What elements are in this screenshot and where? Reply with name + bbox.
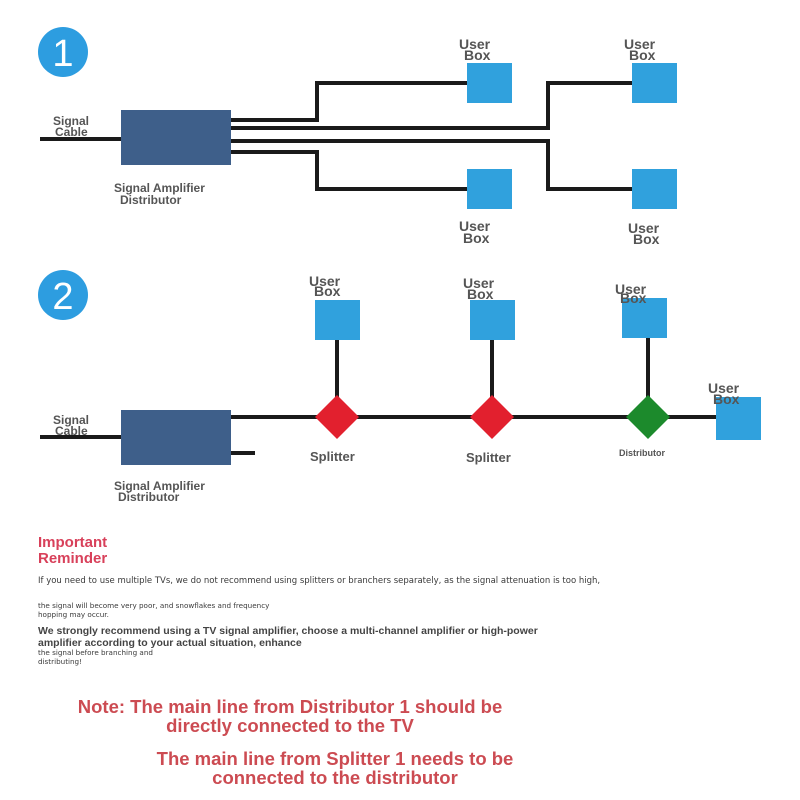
user-box-1a (467, 63, 512, 103)
user-box-2a (315, 300, 360, 340)
amplifier-distributor-2 (121, 410, 231, 465)
badge-2-number: 2 (52, 276, 73, 318)
distributor-label: Distributor (619, 448, 665, 458)
splitter-2 (470, 395, 514, 439)
scenario-1-cables (40, 81, 632, 191)
reminder-line-1: If you need to use multiple TVs, we do n… (38, 576, 601, 586)
badge-1-number: 1 (52, 33, 73, 75)
reminder-recommendation: We strongly recommend using a TV signal … (38, 625, 538, 649)
cable-to-user-box-top-right (230, 81, 632, 130)
note-distributor-main-line: Note: The main line from Distributor 1 s… (77, 696, 503, 736)
reminder-line-3: the signal before branching and distribu… (38, 648, 153, 666)
splitter-label-2: Splitter (466, 450, 511, 465)
reminder-title: Important Reminder (38, 534, 108, 567)
reminder-line-2: the signal will become very poor, and sn… (38, 601, 270, 619)
user-box-1c (467, 169, 512, 209)
cable-to-user-box-bottom-left (230, 150, 467, 191)
splitter-1 (315, 395, 359, 439)
cable-to-user-box-top-left (230, 81, 467, 122)
user-box-2b (470, 300, 515, 340)
splitter-label-1: Splitter (310, 449, 355, 464)
user-box-1b (632, 63, 677, 103)
user-box-1d (632, 169, 677, 209)
badge-2 (38, 270, 88, 320)
user-box-2d (716, 397, 761, 440)
cable-to-user-box-bottom-right (230, 139, 632, 191)
amplifier-distributor-1 (121, 110, 231, 165)
user-box-2c (622, 298, 667, 338)
note-splitter-main-line: The main line from Splitter 1 needs to b… (156, 748, 514, 788)
distributor-node (626, 395, 670, 439)
badge-1 (38, 27, 88, 77)
